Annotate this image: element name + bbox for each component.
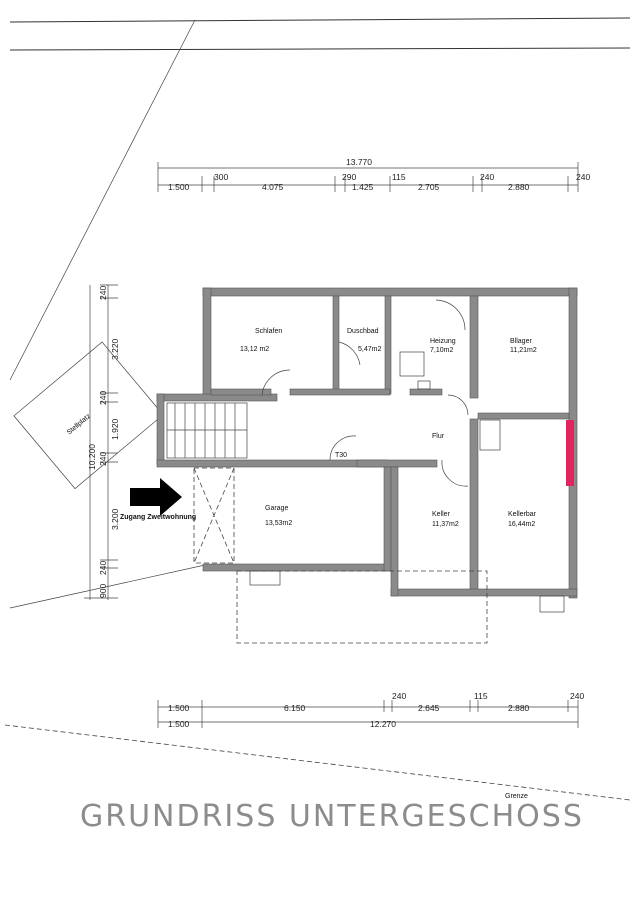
top-dimension-chain: 13.770 300 290 115 240 240 1.500 4.075 1… [157,157,590,192]
dim-left-5: 240 [98,452,108,466]
dim-total-width: 13.770 [346,157,372,167]
dim-left-total: 10.200 [87,444,97,470]
site-line-bottom-left [9,564,206,609]
room-kellerbar-name: Kellerbar [508,511,537,518]
dim-left-2: 3.220 [110,338,120,360]
dim-bottom-5: 115 [474,691,488,701]
dim-top-6: 1.500 [168,182,190,192]
room-kellerbar-area: 16,44m2 [508,521,535,528]
dim-bottom-8: 1.500 [168,719,190,729]
room-bllager-name: Bllager [510,338,532,345]
dim-bottom-4: 2.645 [418,703,440,713]
site-line-top-2 [9,47,631,51]
room-schlafen-area: 13,12 m2 [240,346,269,353]
room-heizung-area: 7,10m2 [430,347,453,354]
dim-top-9: 2.705 [418,182,440,192]
dim-left-7: 240 [98,561,108,575]
room-labels: Schlafen 13,12 m2 Duschbad 5,47m2 Heizun… [240,328,537,528]
dim-left-9: 900 [98,584,108,598]
room-duschbad-area: 5,47m2 [358,346,381,353]
room-flur-name: Flur [432,433,445,440]
dim-bottom-6: 2.880 [508,703,530,713]
garage-opening [193,467,488,644]
dim-left-6: 3.200 [110,508,120,530]
site-diagonal-line [9,19,196,381]
plan-title: GRUNDRISS UNTERGESCHOSS [80,799,584,834]
dim-top-10: 2.880 [508,182,530,192]
dim-bottom-7: 240 [570,691,584,701]
boundary-line [4,724,631,801]
staircase [166,402,248,459]
room-keller-name: Keller [432,511,451,518]
boundary-label: Grenze [505,793,528,800]
bottom-dimension-chain: 1.500 6.150 240 2.645 115 2.880 240 1.50… [157,691,584,729]
room-duschbad-name: Duschbad [347,328,379,335]
highlighted-wall [566,420,574,486]
dim-top-8: 1.425 [352,182,374,192]
dim-top-3: 115 [392,172,406,182]
dim-bottom-2: 6.150 [284,703,306,713]
dim-bottom-3: 240 [392,691,406,701]
room-heizung-name: Heizung [430,338,456,345]
building-walls [156,287,578,613]
corridor-label: T30 [335,452,347,459]
dim-left-4: 1.920 [110,418,120,440]
dim-top-7: 4.075 [262,182,284,192]
room-schlafen-name: Schlafen [255,328,282,335]
dim-left-3: 240 [98,391,108,405]
access-arrow-icon [130,478,182,516]
access-label: Zugang Zweitwohnung [120,514,196,521]
dim-top-4: 240 [480,172,494,182]
parking-label: Stellplatz [66,412,93,436]
room-garage-area: 13,53m2 [265,520,292,527]
dim-top-1: 300 [214,172,228,182]
site-line-top-1 [9,17,631,23]
left-dimension-chain: 240 3.220 240 1.920 240 3.200 240 10.200… [84,284,120,600]
dim-left-1: 240 [98,286,108,300]
room-bllager-area: 11,21m2 [510,347,537,354]
dim-top-5: 240 [576,172,590,182]
room-keller-area: 11,37m2 [432,521,459,528]
dim-bottom-1: 1.500 [168,703,190,713]
dim-top-2: 290 [342,172,356,182]
dim-bottom-9: 12.270 [370,719,396,729]
door-swings [261,299,501,487]
room-garage-name: Garage [265,505,288,512]
